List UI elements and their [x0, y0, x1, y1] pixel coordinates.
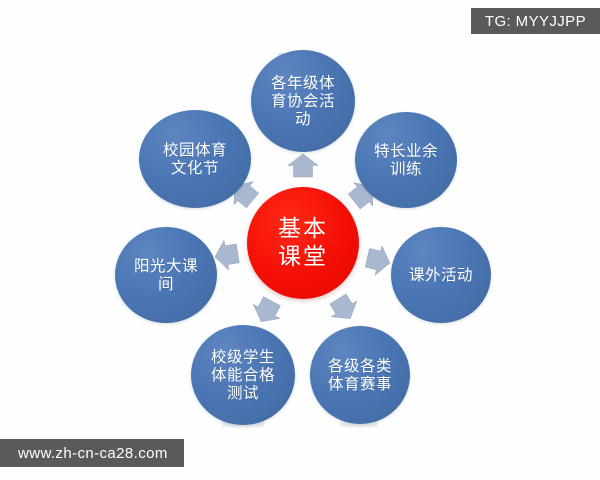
spoke-node-top-left[interactable]: 校园体育 文化节	[139, 110, 251, 208]
arrow-to-bottom-right	[324, 290, 364, 327]
spoke-label: 各级各类 体育赛事	[327, 356, 392, 393]
image-artifact-bottom-right	[340, 421, 378, 427]
tg-watermark-label: TG: MYYJJPP	[484, 12, 586, 30]
spoke-label: 特长业余 训练	[373, 141, 438, 178]
spoke-node-top-right[interactable]: 特长业余 训练	[355, 112, 457, 208]
url-watermark-badge: www.zh-cn-ca28.com	[0, 439, 184, 467]
spoke-label: 阳光大课 间	[133, 256, 198, 293]
spoke-label: 校园体育 文化节	[162, 140, 227, 177]
hub-label: 基本 课堂	[278, 215, 328, 270]
arrow-to-top	[287, 153, 319, 178]
spoke-node-right[interactable]: 课外活动	[391, 227, 491, 323]
arrow-to-right	[363, 242, 394, 279]
spoke-label: 各年级体 育协会活 动	[270, 73, 335, 129]
tg-watermark-badge: TG: MYYJJPP	[470, 8, 600, 34]
hub-node-basic-classroom[interactable]: 基本 课堂	[247, 187, 359, 299]
spoke-node-left[interactable]: 阳光大课 间	[115, 227, 217, 323]
spoke-node-bottom[interactable]: 校级学生 体能合格 测试	[191, 325, 295, 425]
spoke-node-top[interactable]: 各年级体 育协会活 动	[251, 50, 355, 152]
arrow-to-bottom	[247, 293, 286, 330]
url-watermark-label: www.zh-cn-ca28.com	[18, 444, 168, 462]
arrow-to-bottom-left	[212, 238, 241, 273]
spoke-label: 校级学生 体能合格 测试	[210, 347, 275, 403]
spoke-label: 课外活动	[408, 265, 473, 284]
spoke-node-bottom-right[interactable]: 各级各类 体育赛事	[310, 326, 410, 424]
